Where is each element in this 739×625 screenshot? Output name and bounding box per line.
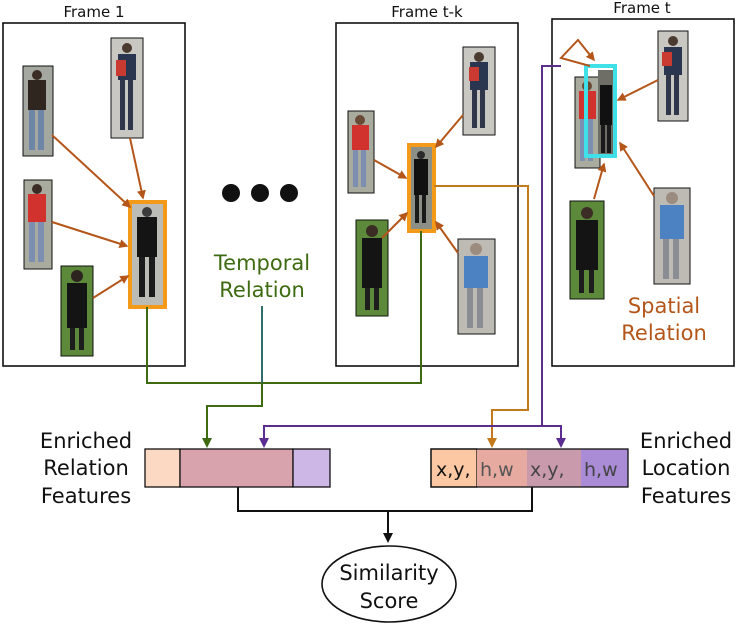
- enriched-relation-label-3: Features: [41, 484, 131, 508]
- temporal-relation-label-line2: Relation: [219, 278, 305, 302]
- frame-t: Frame t: [551, 0, 735, 367]
- frame-1: Frame 1: [2, 3, 186, 367]
- pedestrian-crop: [657, 30, 689, 122]
- target-pedestrian-frame-1: [128, 200, 167, 309]
- location-first-xy: x,y,: [436, 459, 471, 481]
- frame-t-title: Frame t: [613, 0, 671, 17]
- target-pedestrian-frame-t-k: [407, 143, 436, 233]
- enriched-location-label-3: Features: [641, 484, 731, 508]
- pedestrian-crop: [22, 65, 54, 157]
- similarity-score-node: Similarity Score: [321, 545, 457, 623]
- pedestrian-crop: [457, 238, 496, 335]
- spatial-relation-label-line1: Spatial: [628, 294, 700, 318]
- location-second-hw: h,w: [584, 459, 618, 481]
- spatial-arrows-frame-t-k: [373, 114, 464, 254]
- spatial-relation-label-line2: Relation: [621, 321, 707, 345]
- pedestrian-crop: [23, 179, 53, 270]
- merge-connector: [237, 487, 533, 512]
- location-second-xy: x,y,: [530, 459, 565, 481]
- location-first-hw: h,w: [480, 459, 514, 481]
- target-pedestrian-frame-t: [584, 64, 617, 158]
- pedestrian-crop: [60, 265, 94, 357]
- frame-t-k-border: [335, 22, 519, 367]
- spatial-arrows-frame-t: [559, 38, 659, 200]
- pedestrian-crop: [462, 46, 496, 136]
- frame-1-border: [2, 22, 186, 367]
- temporal-relation-label-line1: Temporal: [213, 251, 310, 275]
- frame-t-border: [551, 18, 735, 367]
- enriched-relation-label-2: Relation: [43, 456, 129, 480]
- spatial-connector-frame-t: [541, 65, 561, 426]
- frame-t-k-title: Frame t-k: [391, 3, 463, 21]
- enriched-relation-feature-bar: [144, 448, 331, 488]
- spatial-arrows-frame-1: [51, 134, 146, 299]
- temporal-connector-frame-1: [146, 231, 422, 384]
- frame-1-title: Frame 1: [63, 3, 124, 21]
- pedestrian-crop: [653, 187, 691, 285]
- ellipsis-dots: [222, 184, 298, 202]
- temporal-to-relation-arrow: [202, 383, 263, 448]
- location-connector-frame-t-k: [434, 185, 529, 448]
- enriched-location-feature-bar: x,y, h,w x,y, h,w: [430, 448, 629, 488]
- pedestrian-crop: [347, 110, 375, 194]
- pedestrian-crop: [355, 219, 389, 317]
- spatial-to-location-arrow: [542, 425, 566, 448]
- enriched-location-label-2: Location: [642, 456, 731, 480]
- cyan-highlight-box: [584, 64, 617, 158]
- enriched-relation-label-1: Enriched: [40, 429, 132, 453]
- spatial-to-relation-arrow: [259, 425, 542, 448]
- pedestrian-crop: [110, 37, 144, 139]
- frame-t-k: Frame t-k: [335, 3, 519, 367]
- similarity-label-2: Score: [360, 589, 419, 613]
- similarity-label-1: Similarity: [339, 561, 438, 585]
- enriched-location-label-1: Enriched: [640, 429, 732, 453]
- pedestrian-crop: [569, 200, 605, 300]
